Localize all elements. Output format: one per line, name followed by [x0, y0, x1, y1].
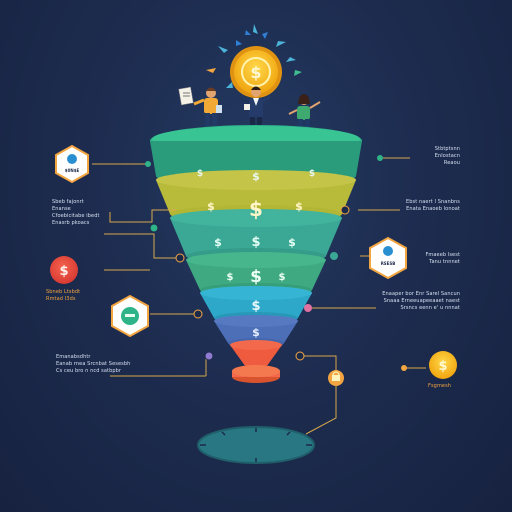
arrow-icon [206, 68, 216, 73]
band-symbol: $ [197, 169, 203, 179]
right-label-top: Stbtptsnn Enlostacn Reaou [435, 146, 460, 167]
person-left [178, 86, 222, 126]
red-coin-label-2: Rmtad I3ds [46, 296, 76, 302]
left-text-line: Enasrb pkoacs [52, 220, 90, 226]
red-coin-caption: Sbneb Ltsbdt Rmtad I3ds [46, 289, 80, 303]
top-arrows [206, 24, 302, 88]
band-symbol: $ [252, 170, 260, 183]
left-text-line: Eanab rnea Srcnbat Sesesbh [56, 361, 131, 367]
band-symbol: $ [214, 236, 222, 249]
yellow-coin-symbol: $ [438, 359, 447, 374]
band-symbol: $ [249, 197, 263, 221]
hex-right-label: RSESB [381, 261, 396, 266]
connector-lines [92, 157, 426, 435]
right-text-line: Tanu tnnnet [429, 259, 460, 265]
hex-badge-right: RSESB [369, 236, 407, 280]
right-text-line: Srsncs eenn e' u nnnat [400, 305, 460, 311]
band-symbol: $ [288, 236, 296, 249]
top-coin-symbol: $ [250, 63, 261, 82]
red-coin: $ [50, 256, 78, 284]
top-coin: $ [230, 46, 282, 98]
right-text-line: Fmaeeb lsest [425, 252, 460, 258]
funnel: $ $ $ $ $ $ $ $ $ $ $ $ $ $ [150, 125, 362, 383]
arrow-icon [236, 40, 242, 46]
band-symbol: $ [250, 267, 262, 287]
hex-badge-mid-left [111, 294, 149, 338]
hex-top-label: $0N$E [65, 168, 80, 173]
right-text-line: Stbtptsnn [434, 146, 460, 152]
left-text-line: Cs ceu bro n ncd satbpbr [56, 368, 122, 374]
arrow-icon [276, 41, 286, 47]
left-text-line: Enanse [52, 206, 71, 212]
yellow-coin-right: $ [429, 351, 457, 379]
band-symbol: $ [252, 326, 260, 339]
right-label-lower: Enaaper bor Enr Sarel Sancun Snaaa Ernee… [382, 291, 460, 312]
left-label-bottom: Emanabsdhtr Eanab rnea Srcnbat Sesesbh C… [56, 354, 130, 375]
left-label-box: Sbeb fajonrt Enanse Cfoebicitabe ibedt E… [52, 199, 100, 227]
right-text-line: Enlostacn [434, 153, 460, 159]
arrow-icon [218, 46, 228, 53]
bottom-dial [197, 426, 315, 464]
arrow-icon [245, 30, 251, 35]
arrow-icon [253, 24, 258, 34]
right-text-line: Enaaper bor Enr Sarel Sancun [382, 291, 460, 297]
band-symbol: $ [279, 272, 286, 283]
connector-dots [145, 155, 407, 386]
left-text-line: Sbeb fajonrt [52, 199, 84, 205]
right-label-mid: Fmaeeb lsest Tanu tnnnet [425, 252, 460, 266]
arrow-icon [294, 70, 302, 76]
band-symbol: $ [295, 200, 303, 213]
lock-icon [332, 375, 340, 381]
band-symbol: $ [251, 299, 260, 314]
band-symbol: $ [309, 169, 315, 179]
hex-badge-top-left: $0N$E [55, 144, 89, 184]
right-text-line: Reaou [443, 160, 460, 166]
band-symbol: $ [227, 272, 234, 283]
band-symbol: $ [207, 200, 215, 213]
arrow-icon [286, 57, 296, 62]
left-text-line: Emanabsdhtr [56, 354, 91, 360]
arrow-icon [226, 82, 233, 88]
right-text-line: Ebst naert I Snanbns [406, 199, 460, 205]
red-coin-symbol: $ [59, 264, 68, 279]
band-symbol: $ [251, 235, 260, 250]
right-text-line: Enata Enaoeb lonoat [406, 206, 460, 212]
red-coin-label: Sbneb Ltsbdt [46, 289, 81, 295]
right-text-line: Snaaa Erneeuapeeaaet naest [383, 298, 460, 304]
right-coin-caption: Fsgmesh [428, 383, 452, 389]
arrow-icon [262, 32, 268, 39]
right-label-mid-top: Ebst naert I Snanbns Enata Enaoeb lonoat [406, 199, 460, 213]
left-text-line: Cfoebicitabe ibedt [52, 213, 100, 219]
